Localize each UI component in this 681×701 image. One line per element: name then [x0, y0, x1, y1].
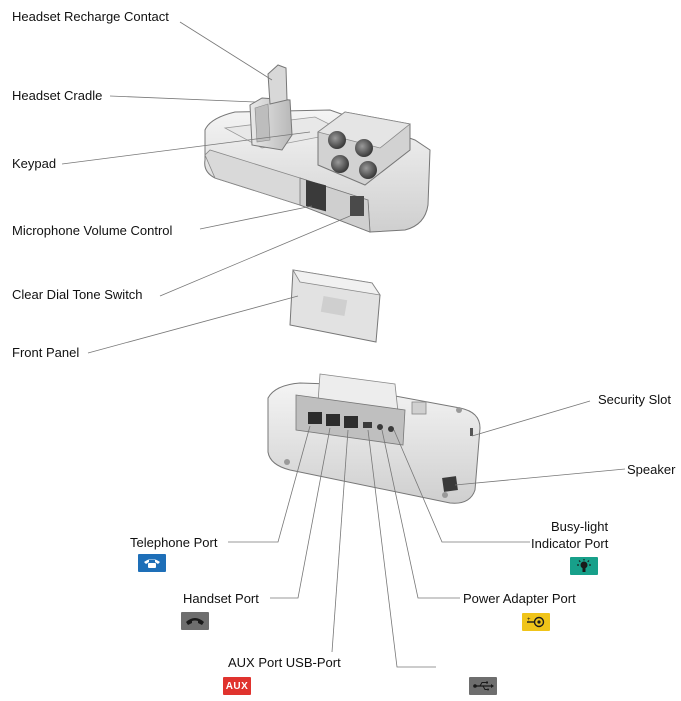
light-bulb-icon: [577, 559, 591, 572]
label-speaker: Speaker: [627, 462, 676, 477]
telephone-port-icon: [138, 554, 166, 572]
aux-port-badge: AUX: [223, 677, 251, 695]
base-unit-rear: [267, 373, 481, 504]
base-unit-top: [204, 64, 431, 233]
label-clear-dial-tone-switch: Clear Dial Tone Switch: [12, 287, 143, 302]
label-front-panel: Front Panel: [12, 345, 80, 360]
label-aux-usb-port: AUX Port USB-Port: [228, 655, 341, 670]
handset-port-icon: [181, 612, 209, 630]
leader-lines: [61, 21, 626, 668]
label-keypad: Keypad: [12, 156, 57, 171]
aux-badge-text: AUX: [225, 680, 249, 692]
label-telephone-port: Telephone Port: [130, 535, 218, 550]
busy-light-port-icon: [570, 557, 598, 575]
power-plug-icon: +: [527, 616, 545, 628]
label-power-adapter-port: Power Adapter Port: [463, 591, 576, 606]
label-headset-cradle: Headset Cradle: [12, 88, 103, 103]
label-security-slot: Security Slot: [598, 392, 671, 407]
label-handset-port: Handset Port: [183, 591, 259, 606]
usb-port-icon: [469, 677, 497, 695]
label-busy-light-line2: Indicator Port: [531, 536, 609, 551]
label-microphone-volume-control: Microphone Volume Control: [12, 223, 173, 238]
usb-icon: [473, 681, 494, 691]
handset-icon: [186, 618, 204, 625]
label-busy-light-line1: Busy-light: [551, 519, 609, 534]
label-headset-recharge-contact: Headset Recharge Contact: [12, 9, 169, 24]
front-panel-illustration: [289, 269, 381, 343]
power-adapter-port-icon: +: [522, 613, 550, 631]
svg-text:+: +: [527, 617, 531, 623]
telephone-icon: [144, 559, 160, 568]
